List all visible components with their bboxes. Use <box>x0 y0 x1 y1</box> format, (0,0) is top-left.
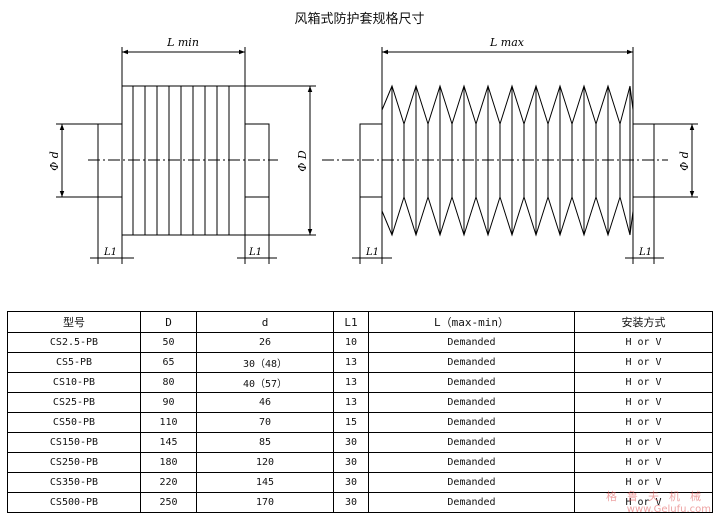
header-D: D <box>140 311 197 333</box>
cell-L1: 13 <box>333 392 369 413</box>
cell-D: 65 <box>140 352 197 373</box>
cell-L: Demanded <box>368 452 575 473</box>
cell-D: 90 <box>140 392 197 413</box>
phi-d-label-left: Φ d <box>48 151 61 171</box>
cell-L: Demanded <box>368 352 575 373</box>
cell-D: 50 <box>140 332 197 353</box>
cell-L: Demanded <box>368 472 575 493</box>
cell-mounting: H or V <box>574 332 713 353</box>
cell-mounting: H or V <box>574 392 713 413</box>
cell-mounting: H or V <box>574 492 713 513</box>
cell-D: 180 <box>140 452 197 473</box>
watermark-cn: 格鲁夫机械 <box>606 490 711 503</box>
cell-D: 220 <box>140 472 197 493</box>
header-d: d <box>196 311 334 333</box>
header-mounting: 安装方式 <box>574 311 713 333</box>
cell-model: CS350-PB <box>7 472 141 493</box>
header-L: L（max-min） <box>368 311 575 333</box>
page-title: 风箱式防护套规格尺寸 <box>294 12 425 27</box>
phi-D-label: Φ D <box>296 150 309 172</box>
cell-mounting: H or V <box>574 452 713 473</box>
l1-label-right: L1 <box>248 247 262 258</box>
header-model: 型号 <box>7 311 141 333</box>
lmin-label: L min <box>166 36 199 49</box>
cell-D: 250 <box>140 492 197 513</box>
cell-d: 70 <box>196 412 334 433</box>
cell-mounting: H or V <box>574 432 713 453</box>
table-header-row: 型号 D d L1 L（max-min） 安装方式 <box>7 311 713 333</box>
bellows-drawing: L min L max Φ d Φ D Φ d L1 L1 L1 L1 <box>48 36 698 264</box>
cell-L1: 30 <box>333 492 369 513</box>
cell-D: 110 <box>140 412 197 433</box>
cell-d: 46 <box>196 392 334 413</box>
cell-L: Demanded <box>368 372 575 393</box>
cell-L1: 15 <box>333 412 369 433</box>
cell-model: CS500-PB <box>7 492 141 513</box>
cell-mounting: H or V <box>574 352 713 373</box>
lmax-label: L max <box>489 36 525 49</box>
cell-d: 170 <box>196 492 334 513</box>
cell-L1: 30 <box>333 452 369 473</box>
l1-label-left-ext: L1 <box>365 247 379 258</box>
cell-d: 26 <box>196 332 334 353</box>
cell-model: CS5-PB <box>7 352 141 373</box>
cell-L: Demanded <box>368 412 575 433</box>
cell-L: Demanded <box>368 432 575 453</box>
phi-d-label-right: Φ d <box>678 151 691 171</box>
cell-L1: 13 <box>333 372 369 393</box>
cell-d: 120 <box>196 452 334 473</box>
cell-L: Demanded <box>368 332 575 353</box>
cell-model: CS25-PB <box>7 392 141 413</box>
cell-d: 145 <box>196 472 334 493</box>
watermark: 格鲁夫机械 www.Gelufu.com <box>606 490 711 516</box>
cell-d: 85 <box>196 432 334 453</box>
cell-mounting: H or V <box>574 412 713 433</box>
cell-d: 40（57） <box>196 372 334 393</box>
cell-L: Demanded <box>368 492 575 513</box>
l1-label-left: L1 <box>103 247 117 258</box>
cell-D: 80 <box>140 372 197 393</box>
cell-L1: 10 <box>333 332 369 353</box>
cell-model: CS250-PB <box>7 452 141 473</box>
cell-D: 145 <box>140 432 197 453</box>
watermark-url: www.Gelufu.com <box>626 504 711 515</box>
cell-L1: 30 <box>333 432 369 453</box>
cell-model: CS10-PB <box>7 372 141 393</box>
cell-model: CS150-PB <box>7 432 141 453</box>
cell-d: 30（48） <box>196 352 334 373</box>
cell-L1: 13 <box>333 352 369 373</box>
cell-L1: 30 <box>333 472 369 493</box>
cell-model: CS50-PB <box>7 412 141 433</box>
header-L1: L1 <box>333 311 369 333</box>
extended-bellows <box>322 47 698 264</box>
cell-mounting: H or V <box>574 372 713 393</box>
cell-L: Demanded <box>368 392 575 413</box>
compressed-bellows <box>56 47 316 264</box>
l1-label-right-ext: L1 <box>638 247 652 258</box>
cell-model: CS2.5-PB <box>7 332 141 353</box>
